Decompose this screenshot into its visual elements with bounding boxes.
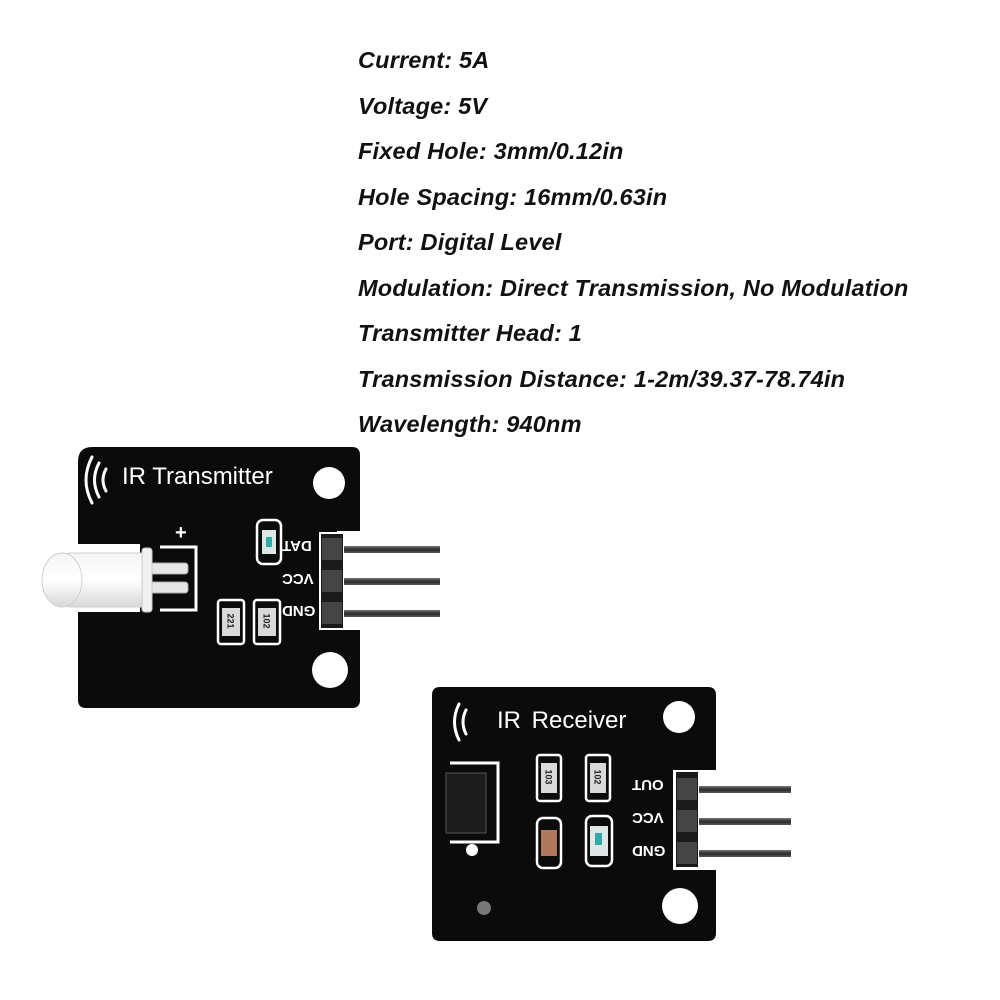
ir-receiver-module xyxy=(432,687,791,941)
transmitter-pins xyxy=(322,538,440,624)
led-holder-outline xyxy=(160,545,198,612)
transmitter-title: IR Transmitter xyxy=(122,463,273,490)
receiver-resistor-2: 102 xyxy=(592,769,603,785)
transmitter-mount-hole-top xyxy=(313,467,345,499)
spec-fixed-hole: Fixed Hole: 3mm/0.12in xyxy=(358,138,624,164)
transmitter-mount-hole-bottom xyxy=(312,652,348,688)
transmitter-pin-gnd: GND xyxy=(282,602,316,619)
receiver-board xyxy=(432,687,716,941)
spec-port: Port: Digital Level xyxy=(358,229,562,255)
spec-wavelength: Wavelength: 940nm xyxy=(358,411,582,437)
receiver-mount-hole-top xyxy=(663,701,695,733)
wave-icon xyxy=(453,702,468,742)
spec-current: Current: 5A xyxy=(358,47,490,73)
transmitter-board xyxy=(78,447,360,708)
receiver-title: IR Receiver xyxy=(497,707,627,734)
ir-transmitter-module xyxy=(41,447,440,708)
spec-transmission-distance: Transmission Distance: 1-2m/39.37-78.74i… xyxy=(358,365,846,392)
receiver-pin-gnd: GND xyxy=(632,842,666,859)
spec-transmitter-head: Transmitter Head: 1 xyxy=(358,320,583,346)
spec-modulation: Modulation: Direct Transmission, No Modu… xyxy=(358,274,909,301)
transmitter-resistor-2: 102 xyxy=(261,613,272,629)
led-polarity-plus: + xyxy=(175,522,187,544)
transmitter-pin-vcc: VCC xyxy=(282,570,314,587)
receiver-pin-vcc: VCC xyxy=(632,809,664,826)
receiver-mount-hole-bottom xyxy=(662,888,698,924)
receiver-pins xyxy=(677,778,791,864)
transmitter-pin-dat: DAT xyxy=(282,537,312,554)
receiver-pin-out: OUT xyxy=(632,776,664,793)
ir-led xyxy=(41,547,153,613)
wave-icon xyxy=(84,455,108,505)
spec-voltage: Voltage: 5V xyxy=(358,92,488,119)
transmitter-resistor-1: 221 xyxy=(225,613,236,629)
receiver-resistor-1: 103 xyxy=(543,769,554,785)
spec-hole-spacing: Hole Spacing: 16mm/0.63in xyxy=(358,183,668,210)
ir-sensor xyxy=(445,761,500,856)
spec-list: Current: 5A Voltage: 5V Fixed Hole: 3mm/… xyxy=(358,40,909,450)
